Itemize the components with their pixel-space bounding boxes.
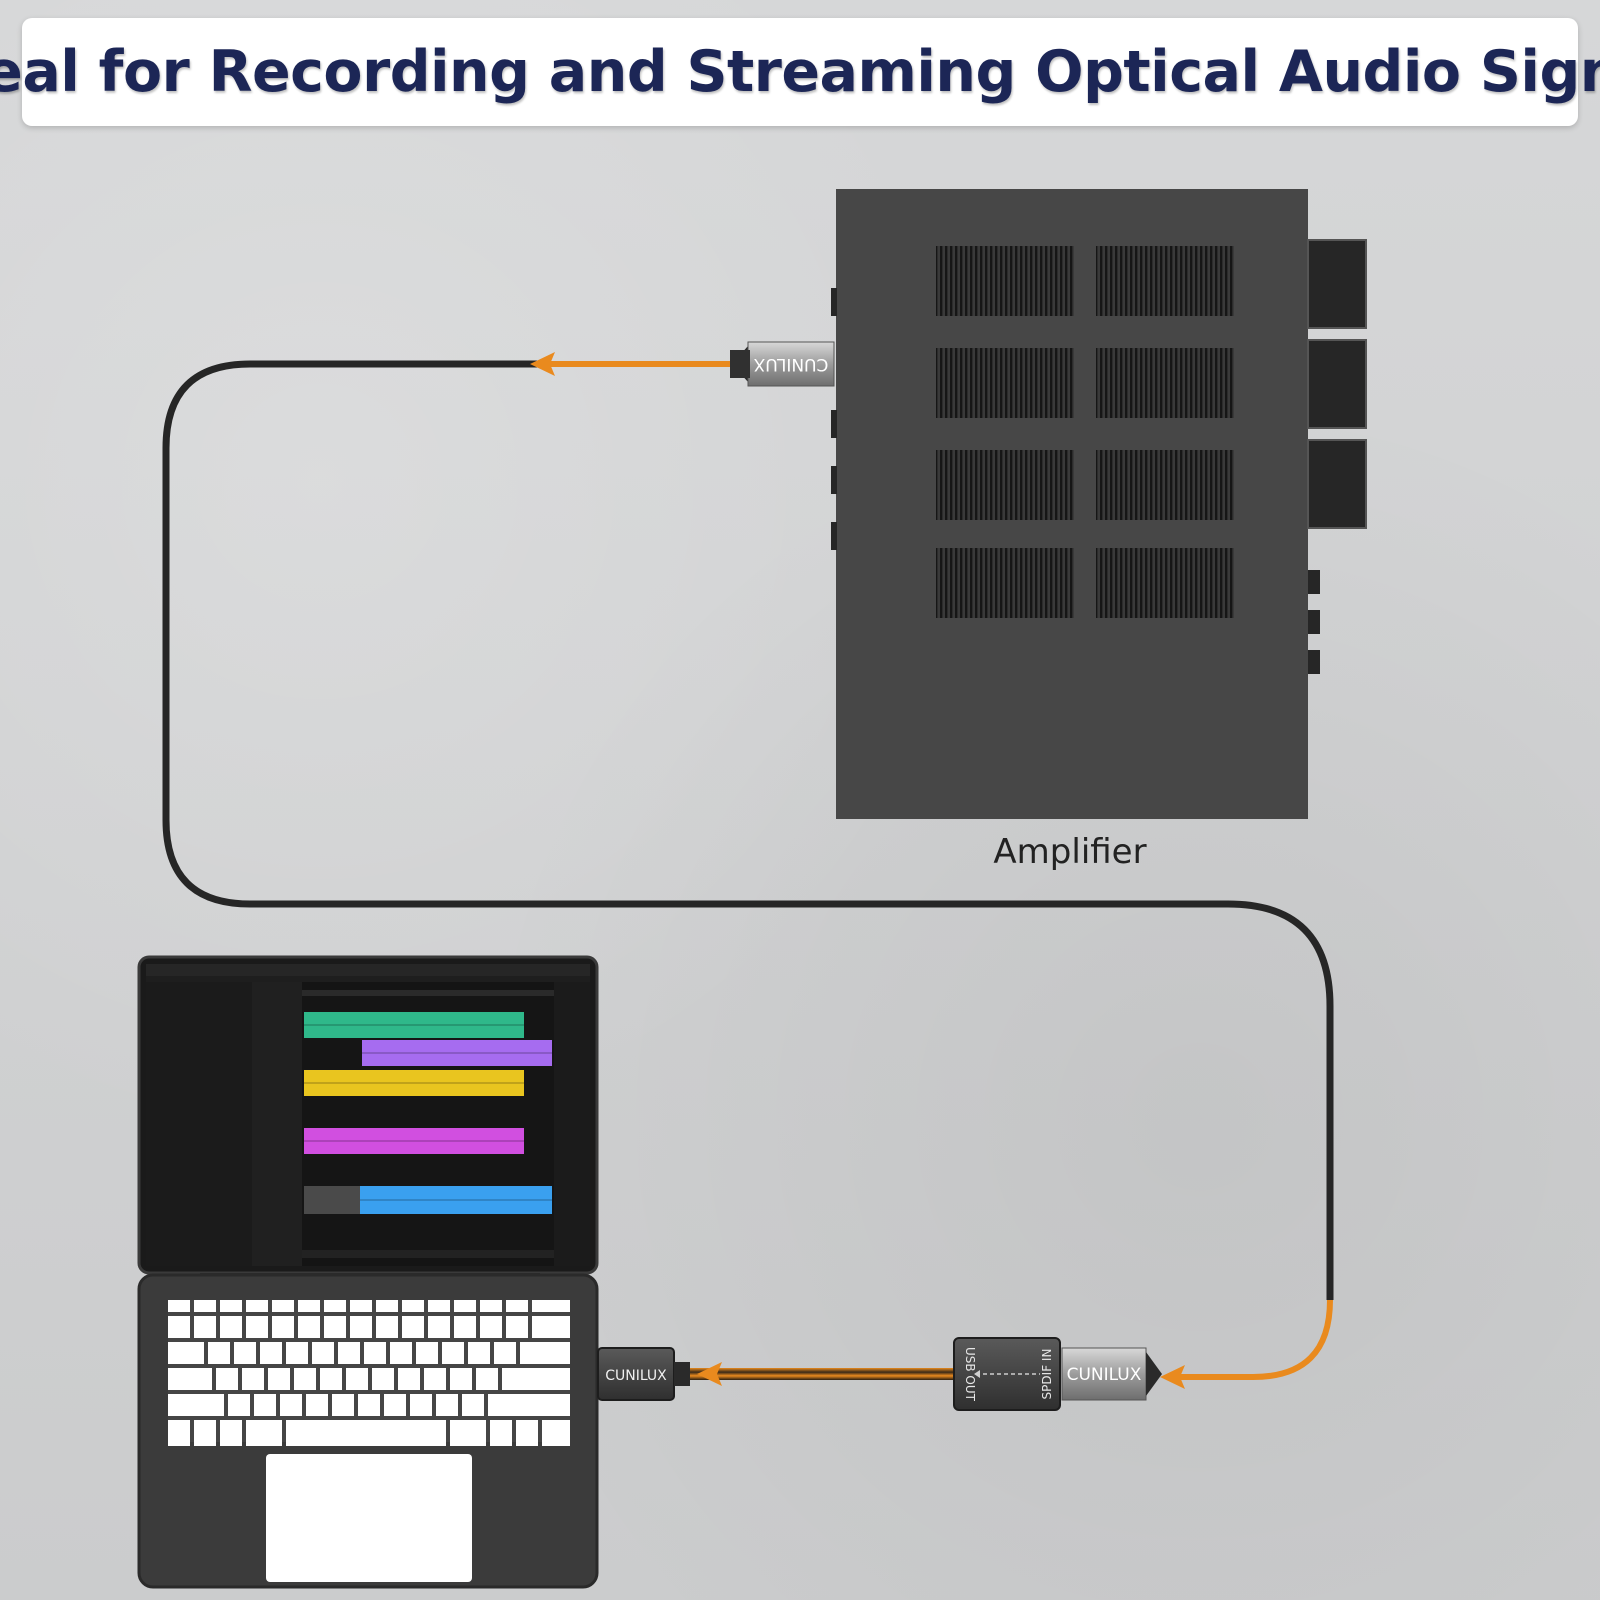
keyboard bbox=[168, 1300, 570, 1446]
brand-label-top: CUNILUX bbox=[753, 354, 828, 374]
amplifier bbox=[831, 189, 1367, 819]
title-banner: Ideal for Recording and Streaming Optica… bbox=[0, 18, 1600, 126]
toslink-connector-top: CUNILUX bbox=[730, 341, 835, 387]
daw-track bbox=[362, 1040, 552, 1066]
brand-label-usb: CUNILUX bbox=[605, 1368, 667, 1384]
optical-cable bbox=[162, 360, 1334, 1300]
signal-arrow-usb bbox=[697, 1362, 722, 1386]
daw-track bbox=[360, 1186, 552, 1214]
usb-cable bbox=[690, 1368, 954, 1380]
amplifier-vents bbox=[936, 246, 1234, 618]
daw-track bbox=[304, 1070, 524, 1096]
signal-segment-bottom bbox=[1170, 1299, 1333, 1380]
signal-arrow-bottom bbox=[1160, 1365, 1185, 1389]
brand-label-bottom: CUNILUX bbox=[1067, 1365, 1142, 1385]
adapter-port-spdif-in: SPDIF IN bbox=[1040, 1349, 1054, 1400]
adapter-port-usb-out: USB OUT bbox=[963, 1347, 977, 1402]
page-title: Ideal for Recording and Streaming Optica… bbox=[0, 39, 1600, 105]
laptop bbox=[137, 955, 599, 1589]
spdif-adapter: USB OUT SPDIF IN bbox=[953, 1337, 1061, 1411]
daw-screen bbox=[146, 964, 590, 1266]
toslink-connector-bottom: CUNILUX bbox=[1061, 1347, 1162, 1401]
trackpad bbox=[266, 1454, 472, 1582]
daw-track bbox=[304, 1012, 524, 1038]
amplifier-knobs bbox=[1307, 239, 1367, 674]
daw-track bbox=[304, 1128, 524, 1154]
amplifier-jacks bbox=[831, 288, 837, 550]
amplifier-label: Amplifier bbox=[993, 832, 1147, 872]
usb-connector: CUNILUX bbox=[597, 1347, 690, 1401]
signal-arrow-top bbox=[530, 352, 555, 376]
